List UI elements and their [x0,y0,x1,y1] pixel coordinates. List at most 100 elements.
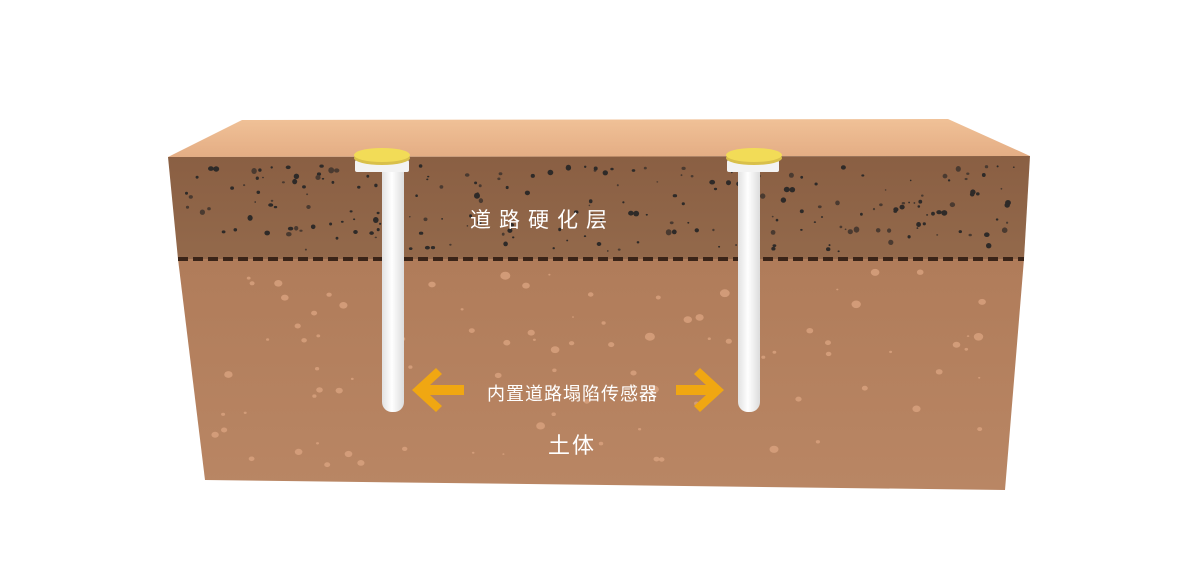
aggregate-dot [800,228,803,231]
aggregate-dot [681,166,686,170]
aggregate-dot [770,230,776,235]
soil-speck [350,377,354,380]
soil-speck [658,457,665,462]
aggregate-dot [616,184,619,187]
soil-speck [551,412,556,417]
aggregate-dot [292,178,298,185]
soil-speck [500,271,511,280]
aggregate-dot [316,172,322,176]
aggregate-dot [986,243,992,249]
soil-speck [324,462,331,468]
sensor-right [726,148,782,412]
aggregate-dot [424,245,430,250]
aggregate-dot [430,246,436,250]
aggregate-dot [588,204,591,207]
aggregate-dot [907,235,911,239]
aggregate-dot [1000,187,1003,190]
aggregate-dot [669,221,674,225]
soil-speck [460,308,464,311]
aggregate-dot [949,202,956,208]
aggregate-dot [941,210,948,216]
aggregate-dot [643,166,647,170]
soil-speck [312,394,317,398]
soil-speck [966,335,970,337]
aggregate-dot [299,229,303,232]
soil-speck [889,350,893,354]
soil-speck [468,328,475,333]
soil-speck [221,427,228,433]
aggregate-dot [286,232,292,237]
soil-specks [211,268,986,468]
aggregate-dot [1005,200,1011,206]
road-aggregate [185,164,1015,253]
aggregate-dot [610,167,614,171]
aggregate-dot [760,193,766,199]
aggregate-dot [427,175,430,178]
aggregate-dot [466,225,469,227]
aggregate-dot [772,244,777,248]
aggregate-dot [376,228,380,232]
soil-speck [769,445,779,453]
aggregate-dot [512,236,515,239]
aggregate-dot [820,216,824,218]
aggregate-dot [509,223,515,227]
aggregate-dot [901,202,906,205]
aggregate-dot [477,220,482,225]
soil-speck [246,276,251,280]
soil-speck [977,427,983,432]
aggregate-dot [789,187,796,193]
soil-speck [815,440,821,444]
aggregate-dot [709,179,716,185]
aggregate-dot [294,226,299,231]
soil-speck [568,341,575,346]
aggregate-dot [270,199,274,202]
soil-speck [428,281,436,288]
soil-speck [725,338,732,344]
aggregate-dot [713,187,718,191]
aggregate-dot [665,229,672,236]
soil-speck [964,347,969,351]
sensor-cap-icon [726,148,782,162]
soil-speck [644,332,655,341]
aggregate-dot [726,180,731,186]
soil-speck [825,351,832,357]
aggregate-dot [251,168,257,174]
soil-speck [249,281,255,286]
aggregate-dot [530,173,535,178]
aggregate-dot [771,246,776,251]
aggregate-dot [847,229,853,235]
aggregate-dot [464,173,470,177]
aggregate-dot [264,230,271,236]
aggregate-dot [302,185,306,189]
soil-speck [653,456,660,462]
soil-speck [494,372,502,379]
soil-speck [274,280,283,287]
aggregate-dot [955,166,961,172]
soil-speck [649,385,659,393]
aggregate-dot [922,222,926,226]
aggregate-dot [293,173,300,179]
soil-speck [243,411,247,414]
aggregate-dot [888,239,894,245]
aggregate-dot [783,186,790,193]
aggregate-dot [255,176,259,180]
aggregate-dot [374,183,378,188]
sensor-left [354,148,410,412]
soil-speck [630,370,637,376]
soil-speck [806,328,814,334]
aggregate-dot [534,218,537,221]
aggregate-dot [913,202,916,204]
soil-speck [536,422,545,430]
aggregate-dot [981,173,986,177]
aggregate-dot [671,229,677,235]
aggregate-dot [331,180,335,184]
soil-layer [178,259,1024,490]
aggregate-dot [718,245,721,248]
aggregate-dot [687,221,690,224]
soil-speck [248,456,255,462]
soil-speck [851,300,861,309]
soil-speck [795,396,802,402]
arrow-left-icon [412,368,464,412]
aggregate-dot [916,222,921,227]
soil-speck [316,334,321,338]
